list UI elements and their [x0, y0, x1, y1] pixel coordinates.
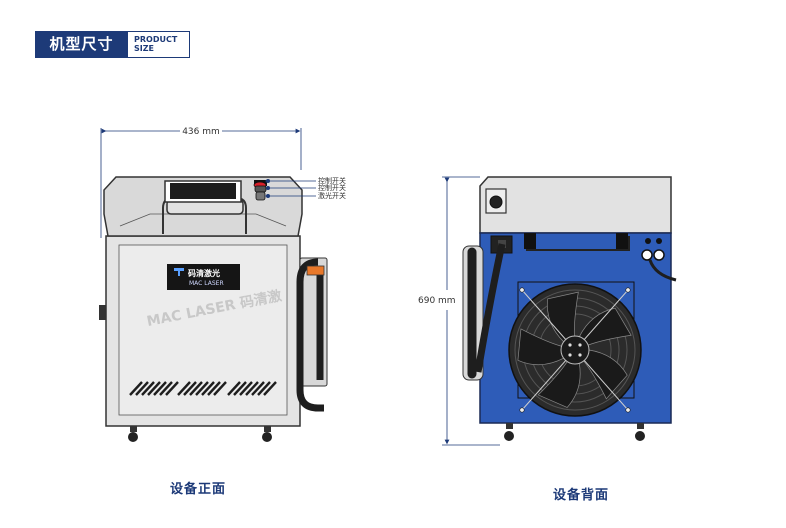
- handle-bracket-left: [524, 233, 536, 249]
- vent-slot: [189, 381, 203, 396]
- fan-blade: [583, 349, 628, 400]
- front-vents: [129, 381, 277, 396]
- front-width-label: 436 mm: [182, 127, 220, 137]
- switch-label-3: 激光开关: [318, 191, 346, 200]
- vent-slot: [165, 381, 179, 396]
- connector-1: [645, 238, 651, 244]
- fan-blade: [537, 361, 581, 408]
- control-knob: [254, 185, 267, 193]
- vent-slot: [195, 381, 209, 396]
- front-view: 436 mm 控制开关 控制开关 激光开关: [99, 127, 346, 442]
- vent-slot: [129, 381, 143, 396]
- vent-slot: [183, 381, 197, 396]
- front-caption: 设备正面: [170, 482, 227, 497]
- laser-key-switch: [255, 191, 266, 201]
- display-screen: [170, 183, 236, 199]
- vent-slot: [227, 381, 241, 396]
- logo-en: MAC LASER: [189, 280, 224, 287]
- vent-slot: [201, 381, 215, 396]
- vent-slot: [159, 381, 173, 396]
- badge-title-en: PRODUCT SIZE: [128, 31, 190, 58]
- handle-bracket-right: [616, 233, 628, 249]
- back-height-label: 690 mm: [418, 296, 456, 306]
- switch-label-1: 控制开关: [318, 176, 346, 185]
- back-view: 690 mm: [418, 176, 677, 446]
- vent-slot: [233, 381, 247, 396]
- vent-slot: [141, 381, 155, 396]
- connector-2: [656, 238, 662, 244]
- badge-title-cn: 机型尺寸: [35, 31, 128, 58]
- vent-slot: [135, 381, 149, 396]
- back-wheels: [504, 423, 645, 441]
- vent-slot: [153, 381, 167, 396]
- vent-slot: [177, 381, 191, 396]
- vent-slot: [263, 381, 277, 396]
- switch-label-2: 控制开关: [318, 183, 346, 192]
- connector-3: [641, 249, 653, 261]
- front-wheels: [128, 426, 272, 442]
- badge-en-line2: SIZE: [134, 44, 155, 53]
- logo-mark-icon: [174, 268, 184, 276]
- vent-slot: [245, 381, 259, 396]
- front-width-dimension: 436 mm: [100, 127, 302, 238]
- badge-en-line1: PRODUCT: [134, 35, 178, 44]
- back-caption: 设备背面: [553, 488, 610, 503]
- fan-blade: [578, 307, 632, 346]
- side-latch: [99, 305, 108, 320]
- fiber-cable: [296, 257, 328, 412]
- connector-4: [653, 249, 665, 261]
- fan-blade: [517, 328, 565, 366]
- back-top-housing: [479, 176, 672, 234]
- back-cable: [648, 259, 677, 282]
- back-fiber-cable: [462, 243, 506, 381]
- control-switches: 控制开关 控制开关 激光开关: [253, 176, 346, 201]
- cooling-fan: [508, 281, 642, 417]
- vent-slot: [213, 381, 227, 396]
- vent-slot: [147, 381, 161, 396]
- vent-slot: [239, 381, 253, 396]
- vent-slot: [257, 381, 271, 396]
- vent-slot: [251, 381, 265, 396]
- section-badge: 机型尺寸 PRODUCT SIZE: [35, 31, 190, 58]
- fan-blade: [546, 291, 579, 343]
- logo-cn: 码清激光: [188, 268, 220, 278]
- vent-slot: [207, 381, 221, 396]
- back-height-dimension: 690 mm: [418, 176, 500, 446]
